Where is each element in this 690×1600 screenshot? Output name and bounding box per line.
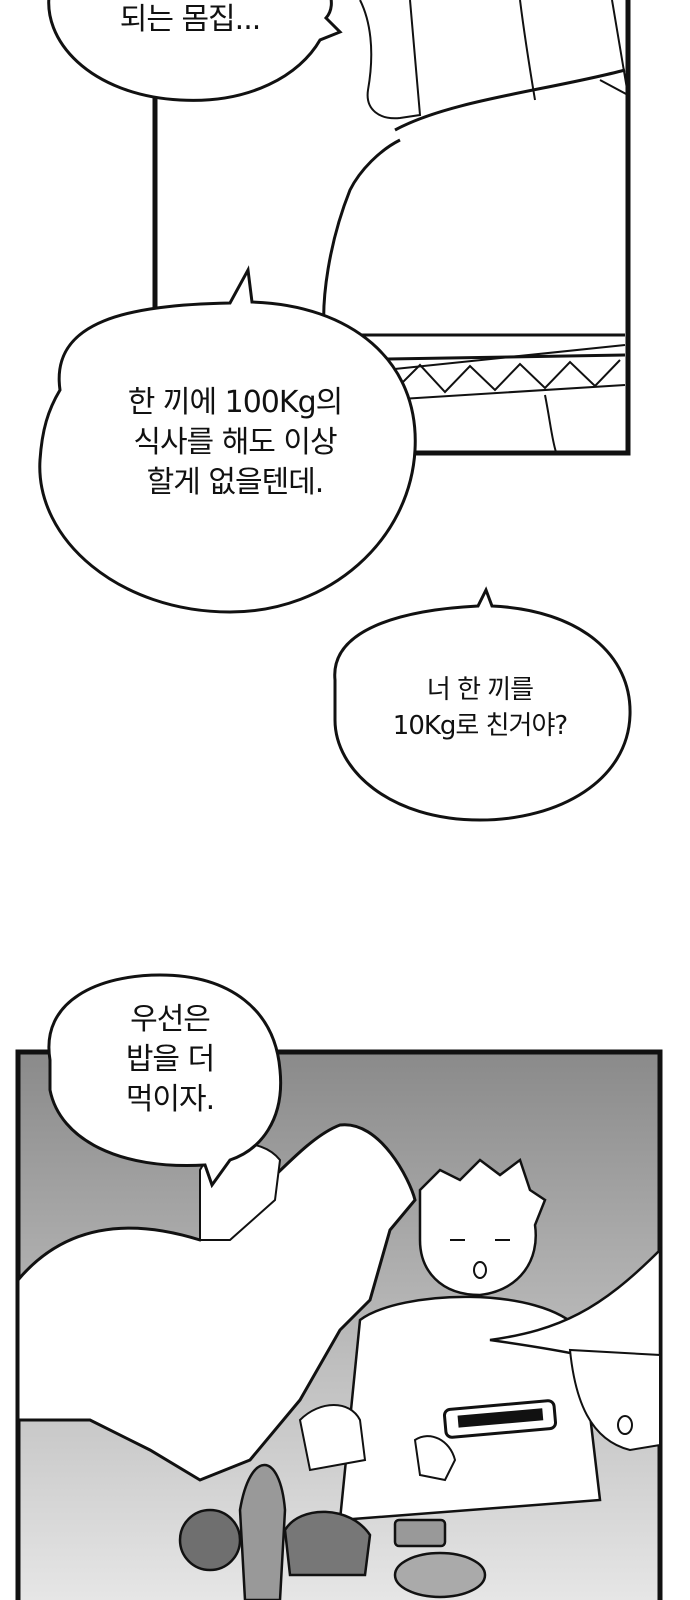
bubble-line: 너 한 끼를 xyxy=(426,675,534,705)
bubble-line: 먹이자. xyxy=(125,1082,215,1117)
bubble-line: 되는 몸집... xyxy=(119,2,262,37)
bubble-line: 밥을 더 xyxy=(125,1042,215,1077)
bubble-2-text: 한 끼에 100Kg의 식사를 해도 이상 할게 없을텐데. xyxy=(60,383,410,503)
bubble-line: 10Kg로 친거야? xyxy=(392,711,568,741)
bubble-line: 식사를 해도 이상 xyxy=(133,425,337,460)
bubble-3-text: 너 한 끼를 10Kg로 친거야? xyxy=(350,672,610,744)
speech-bubble-2 xyxy=(38,265,417,614)
bubble-line: 한 끼에 100Kg의 xyxy=(127,385,343,420)
bubble-4-text: 우선은 밥을 더 먹이자. xyxy=(80,1000,260,1120)
speech-bubble-1 xyxy=(47,0,343,102)
bubble-1-text: 되는 몸집... xyxy=(80,0,300,40)
bubble-line: 우선은 xyxy=(130,1002,211,1037)
bubble-line: 할게 없을텐데. xyxy=(146,465,325,500)
speech-bubble-3 xyxy=(333,586,632,822)
